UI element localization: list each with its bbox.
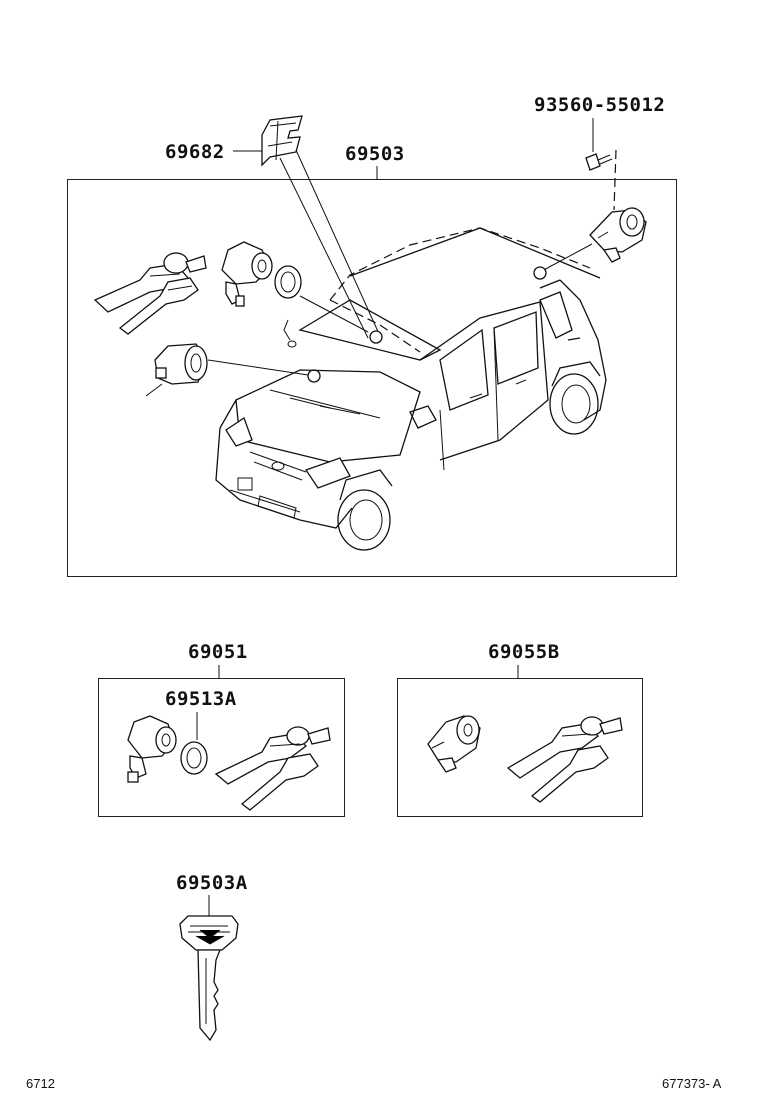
diagram-code-left: 6712 xyxy=(26,1076,55,1091)
diagram-code-right: 677373- A xyxy=(662,1076,722,1091)
blank-key-icon xyxy=(179,915,239,1042)
main-assembly-box xyxy=(67,179,677,577)
plate-69682-icon xyxy=(261,115,303,167)
set-69055b-box xyxy=(397,678,643,817)
part-label-69682: 69682 xyxy=(165,141,225,163)
ring-icon-2 xyxy=(180,741,208,775)
ring-icon-1 xyxy=(274,265,302,299)
key-pair-icon-2 xyxy=(214,726,331,811)
part-label-93560-55012: 93560-55012 xyxy=(534,94,666,116)
part-label-69513a: 69513A xyxy=(165,688,237,710)
part-label-69503a: 69503A xyxy=(176,872,248,894)
key-pair-icon-3 xyxy=(506,716,623,803)
part-label-69055b: 69055B xyxy=(488,641,560,663)
back-door-lock-icon-2 xyxy=(427,715,481,773)
door-lock-cylinder-icon-2 xyxy=(127,715,177,783)
part-label-69051: 69051 xyxy=(188,641,248,663)
door-lock-cylinder-icon xyxy=(221,241,273,307)
car-illustration xyxy=(215,227,607,551)
back-door-lock-icon xyxy=(589,207,647,263)
part-label-69503: 69503 xyxy=(345,143,405,165)
key-pair-icon-1 xyxy=(93,252,207,335)
set-69051-box xyxy=(98,678,345,817)
ignition-cylinder-icon xyxy=(145,343,208,397)
screw-icon xyxy=(585,153,613,171)
